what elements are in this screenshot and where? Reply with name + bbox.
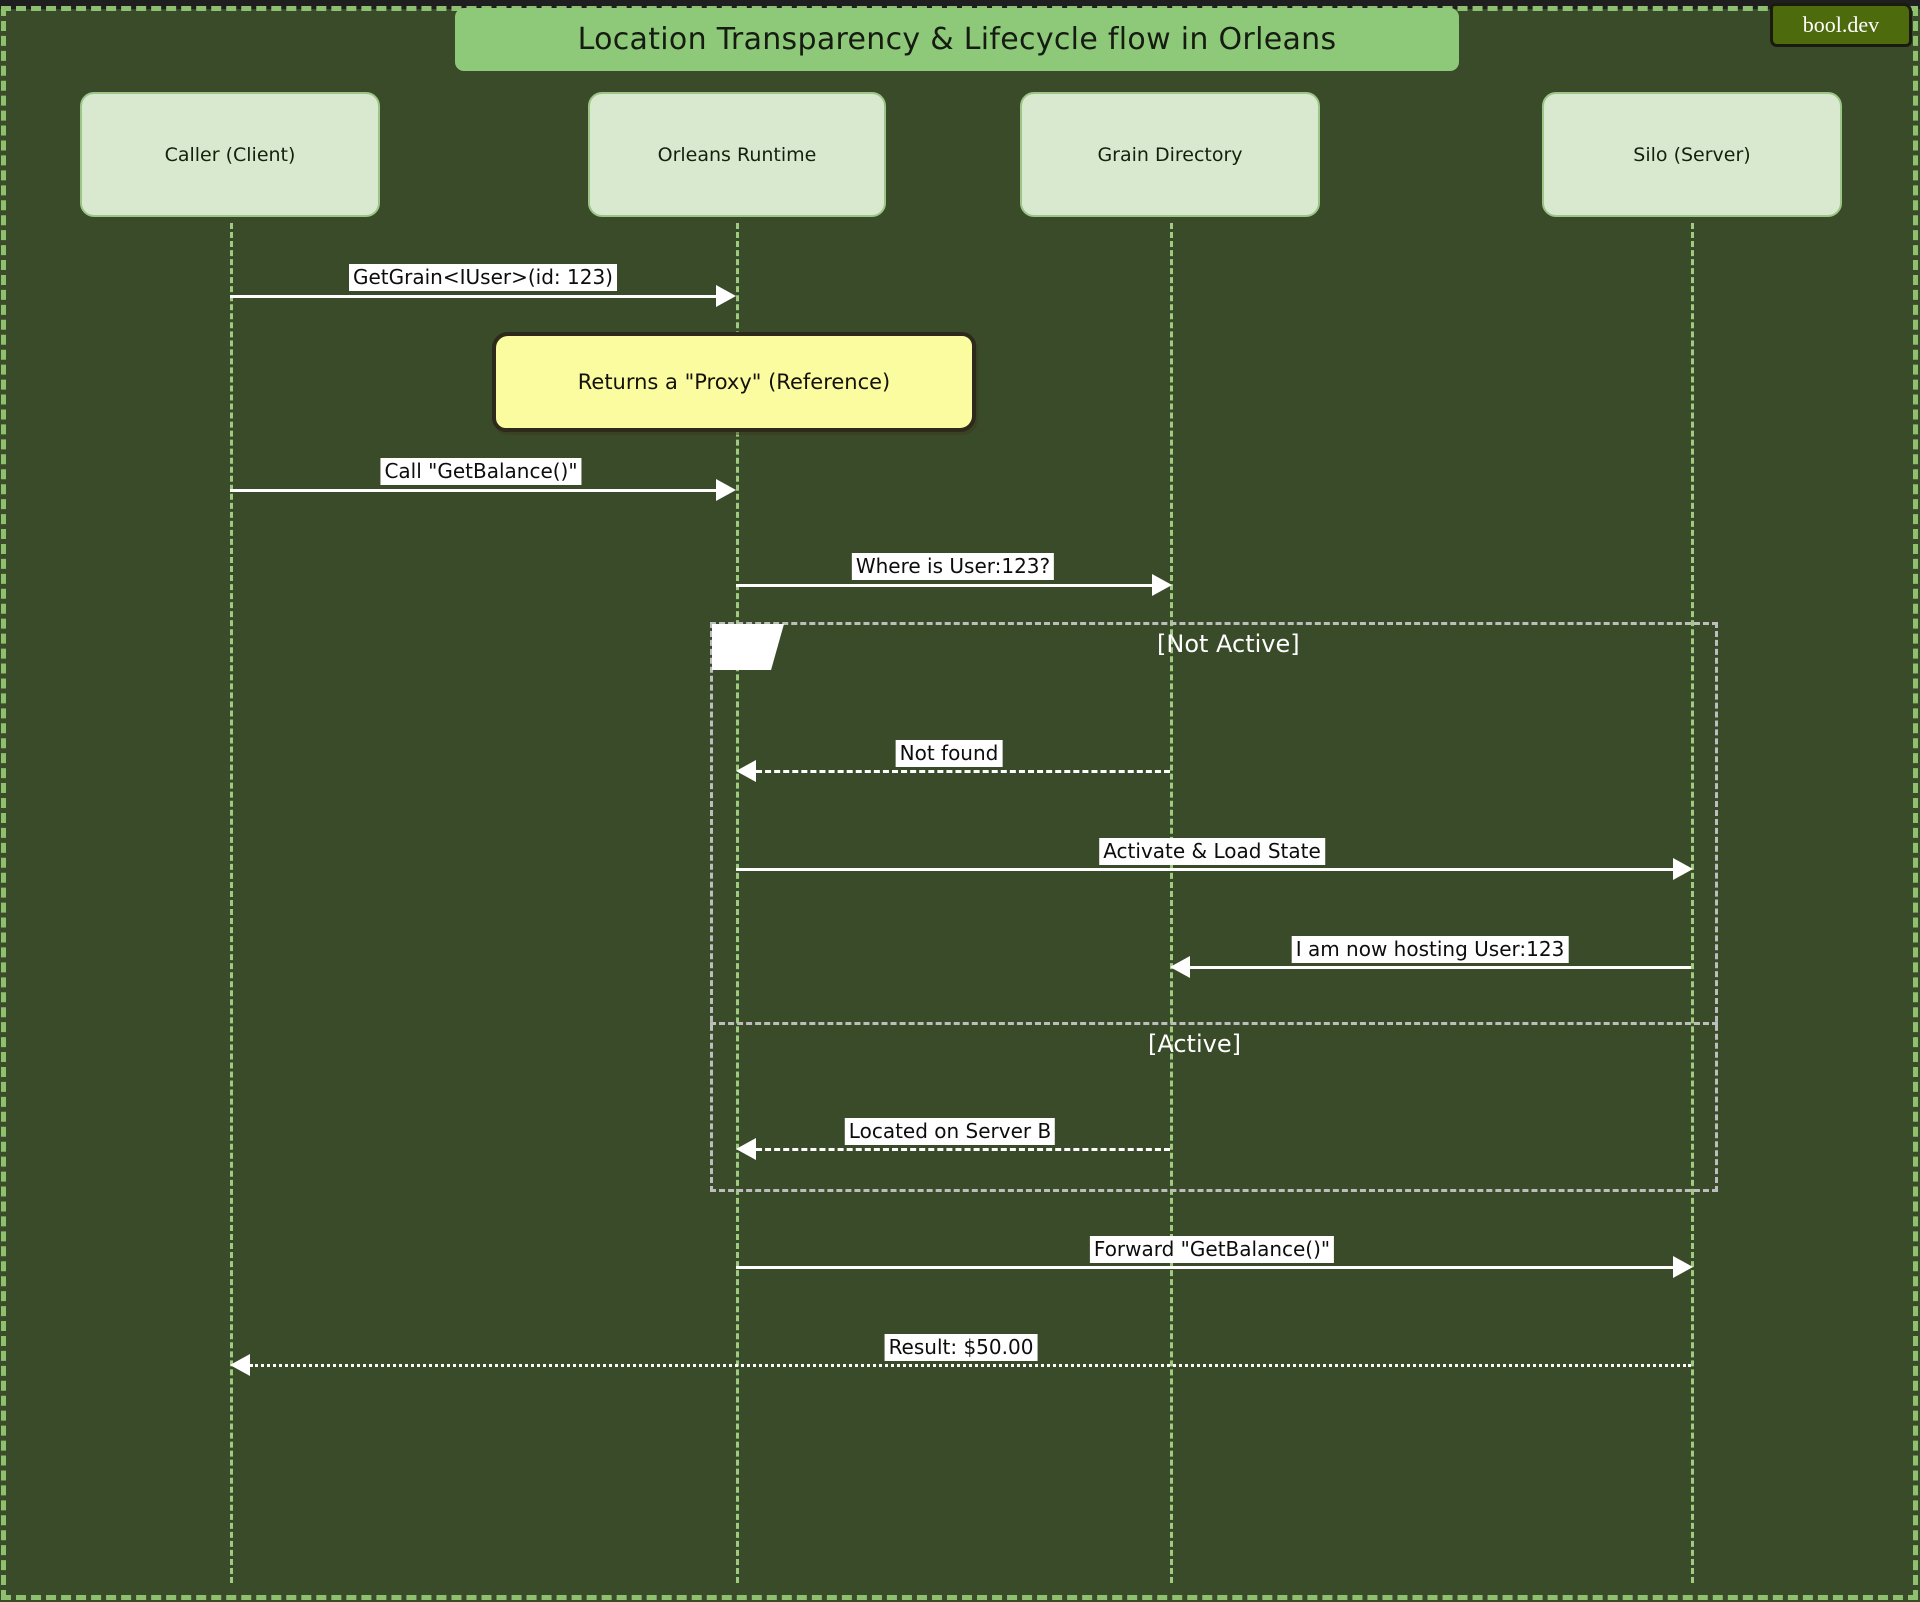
note-returns-proxy: Returns a "Proxy" (Reference) [492, 332, 976, 432]
message-label-forward-getbalance: Forward "GetBalance()" [1089, 1236, 1335, 1263]
brand-badge[interactable]: bool.dev [1770, 3, 1912, 47]
top-strip [0, 0, 1920, 9]
fragment-label-not-active: [Not Active] [1157, 630, 1300, 658]
message-line-getgrain [230, 295, 718, 298]
fragment-section-divider [710, 1022, 1718, 1025]
arrowhead-not-found [736, 760, 756, 782]
arrowhead-now-hosting [1170, 956, 1190, 978]
arrowhead-call-getbalance [716, 479, 736, 501]
fragment-corner-tab [712, 624, 784, 670]
participant-orleans-runtime[interactable]: Orleans Runtime [588, 92, 886, 217]
message-line-located-on-server-b [756, 1148, 1170, 1151]
message-line-where-is-user [736, 584, 1154, 587]
message-line-result [250, 1364, 1691, 1367]
arrowhead-activate-load-state [1673, 858, 1693, 880]
participant-silo[interactable]: Silo (Server) [1542, 92, 1842, 217]
message-line-activate-load-state [736, 868, 1675, 871]
message-label-result: Result: $50.00 [884, 1334, 1038, 1361]
arrowhead-located-on-server-b [736, 1138, 756, 1160]
arrowhead-where-is-user [1152, 574, 1172, 596]
participant-grain-directory[interactable]: Grain Directory [1020, 92, 1320, 217]
lifeline-caller [230, 223, 233, 1583]
lifeline-orleans-runtime [736, 223, 739, 1583]
lifeline-silo [1691, 223, 1694, 1583]
message-label-call-getbalance: Call "GetBalance()" [380, 458, 582, 485]
lifeline-grain-directory [1170, 223, 1173, 1583]
message-label-now-hosting: I am now hosting User:123 [1291, 936, 1569, 963]
message-label-getgrain: GetGrain<IUser>(id: 123) [349, 264, 617, 291]
message-line-not-found [756, 770, 1170, 773]
arrowhead-getgrain [716, 285, 736, 307]
fragment-activation-alt [710, 622, 1718, 1192]
message-line-now-hosting [1190, 966, 1691, 969]
message-label-not-found: Not found [895, 740, 1003, 767]
arrowhead-result [230, 1354, 250, 1376]
arrowhead-forward-getbalance [1673, 1256, 1693, 1278]
message-label-located-on-server-b: Located on Server B [844, 1118, 1056, 1145]
message-line-forward-getbalance [736, 1266, 1675, 1269]
diagram-title: Location Transparency & Lifecycle flow i… [455, 8, 1459, 71]
fragment-label-active: [Active] [1148, 1030, 1241, 1058]
participant-caller[interactable]: Caller (Client) [80, 92, 380, 217]
message-line-call-getbalance [230, 489, 718, 492]
message-label-activate-load-state: Activate & Load State [1099, 838, 1325, 865]
message-label-where-is-user: Where is User:123? [851, 553, 1055, 580]
